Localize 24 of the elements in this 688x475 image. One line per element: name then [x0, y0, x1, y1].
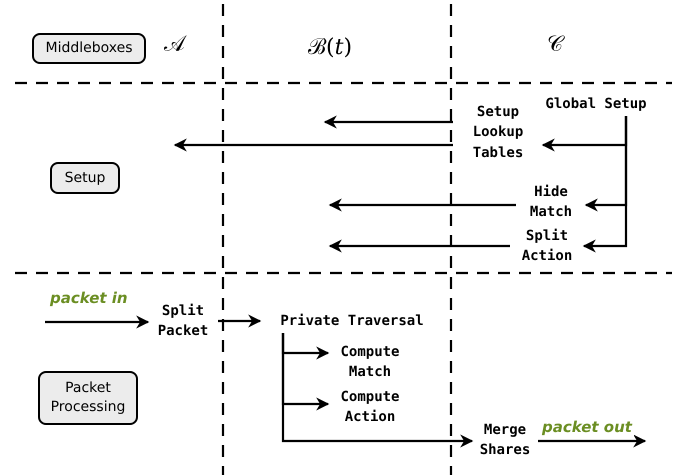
arrow [328, 198, 516, 212]
lane-label: ℬ(t) [308, 34, 352, 60]
arrow [174, 138, 453, 152]
arrow [582, 116, 628, 253]
step-label: Hide Match [518, 182, 584, 223]
step-label: Private Traversal [262, 311, 442, 332]
step-label: Compute Match [330, 342, 410, 383]
arrow [328, 239, 510, 253]
arrow [282, 333, 474, 448]
step-label: Split Packet [150, 301, 216, 342]
section-box: Middleboxes [32, 33, 146, 64]
step-label: Compute Action [330, 387, 410, 428]
section-box: Packet Processing [38, 371, 138, 425]
section-box: Setup [50, 162, 120, 194]
step-label: Split Action [512, 226, 582, 267]
lane-label: 𝒜 [164, 32, 185, 57]
arrow [538, 434, 646, 448]
arrow [324, 115, 453, 129]
edge-label: packet out [540, 418, 634, 436]
step-label: Merge Shares [474, 420, 536, 461]
edge-label: packet in [48, 289, 130, 307]
arrow [218, 314, 262, 328]
lane-label: 𝒞 [547, 32, 563, 57]
arrow [45, 315, 150, 329]
